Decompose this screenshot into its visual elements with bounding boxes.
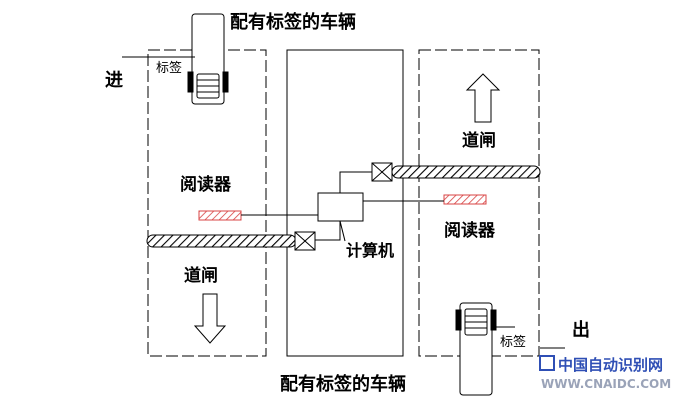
vehicle-top-label: 配有标签的车辆 (230, 11, 356, 33)
computer-label-leader (339, 220, 346, 242)
tag-bottom-label: 标签 (500, 334, 526, 350)
reader-right-label: 阅读器 (444, 220, 496, 241)
reader-left (198, 210, 242, 221)
watermark-chinese: 中国自动识别网 (558, 356, 663, 374)
tag-top-label: 标签 (156, 60, 182, 76)
gate-left (146, 231, 316, 251)
gate-right (371, 162, 541, 182)
exit-direction-arrow (465, 73, 501, 123)
computer-label: 计算机 (346, 241, 394, 260)
watermark: 中国自动识别网 WWW.CNAIDC.COM (539, 355, 671, 391)
watermark-url: WWW.CNAIDC.COM (541, 377, 671, 391)
entry-direction-arrow (193, 293, 227, 344)
exit-label: 出 (572, 319, 590, 341)
watermark-logo-icon (539, 355, 555, 371)
reader-right (443, 194, 487, 205)
gate-left-label: 道闸 (184, 265, 218, 286)
vehicle-bottom-label: 配有标签的车辆 (280, 373, 406, 395)
wiring (241, 171, 444, 241)
reader-left-label: 阅读器 (180, 174, 232, 195)
center-island (286, 49, 404, 357)
vehicle-bottom (455, 302, 497, 396)
gate-right-label: 道闸 (462, 130, 496, 151)
entry-label: 进 (105, 70, 123, 91)
vehicle-top (187, 13, 229, 105)
computer-box (317, 192, 364, 222)
